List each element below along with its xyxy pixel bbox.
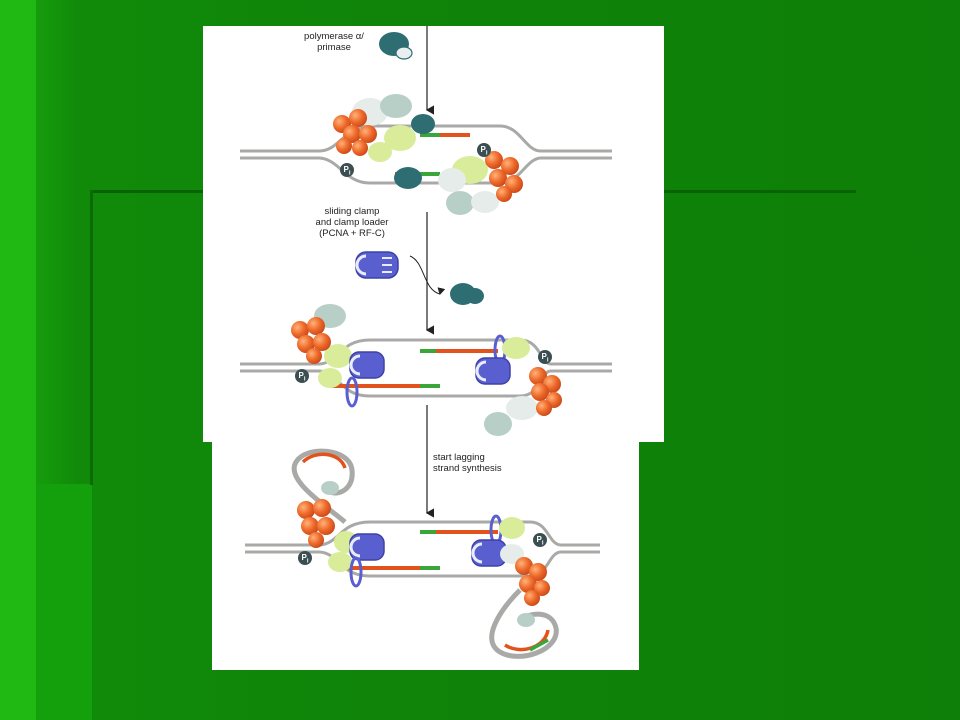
phosphate-marker-right-2 xyxy=(538,350,552,364)
clamp-label-line1: sliding clamp xyxy=(324,206,380,217)
background-divider-vertical xyxy=(90,190,93,485)
polymerase-label: polymerase α/ primase xyxy=(282,31,386,53)
clamp-label: sliding clamp and clamp loader (PCNA + R… xyxy=(300,206,404,239)
helicase-left-stage3 xyxy=(297,499,358,572)
phosphate-marker-right-3 xyxy=(533,533,547,547)
helicase-right-stage1 xyxy=(394,151,523,215)
pi-label-2b: Pi xyxy=(541,352,549,364)
release-arrow xyxy=(409,255,446,295)
lagging-strand-loop-top xyxy=(291,448,355,524)
clamp-label-line2: and clamp loader xyxy=(315,217,389,228)
pi-label-3a: Pi xyxy=(301,553,309,565)
clamp-label-line3: (PCNA + RF-C) xyxy=(319,228,385,239)
helicase-left-stage2 xyxy=(291,304,352,388)
released-polymerase-icon xyxy=(450,283,484,305)
phosphate-marker-left-3 xyxy=(298,551,312,565)
background-band-left xyxy=(0,0,36,720)
clamp-loader-left-stage3 xyxy=(349,533,385,588)
helicase-left-stage1 xyxy=(333,94,435,162)
polymerase-label-line1: polymerase α/ xyxy=(304,31,364,42)
replication-bubble-stage3 xyxy=(245,520,600,578)
polymerase-label-line2: primase xyxy=(317,42,351,53)
helicase-right-stage3 xyxy=(499,517,550,606)
figure-panel-bottom xyxy=(212,440,639,670)
figure-panel-top xyxy=(203,26,664,442)
helicase-right-stage2 xyxy=(484,337,562,436)
pi-label-1b: Pi xyxy=(480,145,488,157)
phosphate-marker-left-2 xyxy=(295,369,309,383)
background-band-mid xyxy=(36,484,92,720)
clamp-loader-icon xyxy=(355,251,399,279)
replication-bubble-stage1 xyxy=(240,124,612,185)
clamp-loader-left-stage2 xyxy=(345,351,385,408)
pi-label-3b: Pi xyxy=(536,535,544,547)
pi-label-1a: Pi xyxy=(343,165,351,177)
lagging-strand-loop-bottom xyxy=(489,588,559,659)
polymerase-primase-icon xyxy=(379,32,413,60)
phosphate-marker-right-1 xyxy=(477,143,491,157)
lagging-label: start lagging strand synthesis xyxy=(433,452,543,474)
pi-label-2a: Pi xyxy=(298,371,306,383)
lagging-label-line1: start lagging xyxy=(433,452,485,463)
lagging-label-line2: strand synthesis xyxy=(433,463,502,474)
phosphate-marker-left-1 xyxy=(340,163,354,177)
